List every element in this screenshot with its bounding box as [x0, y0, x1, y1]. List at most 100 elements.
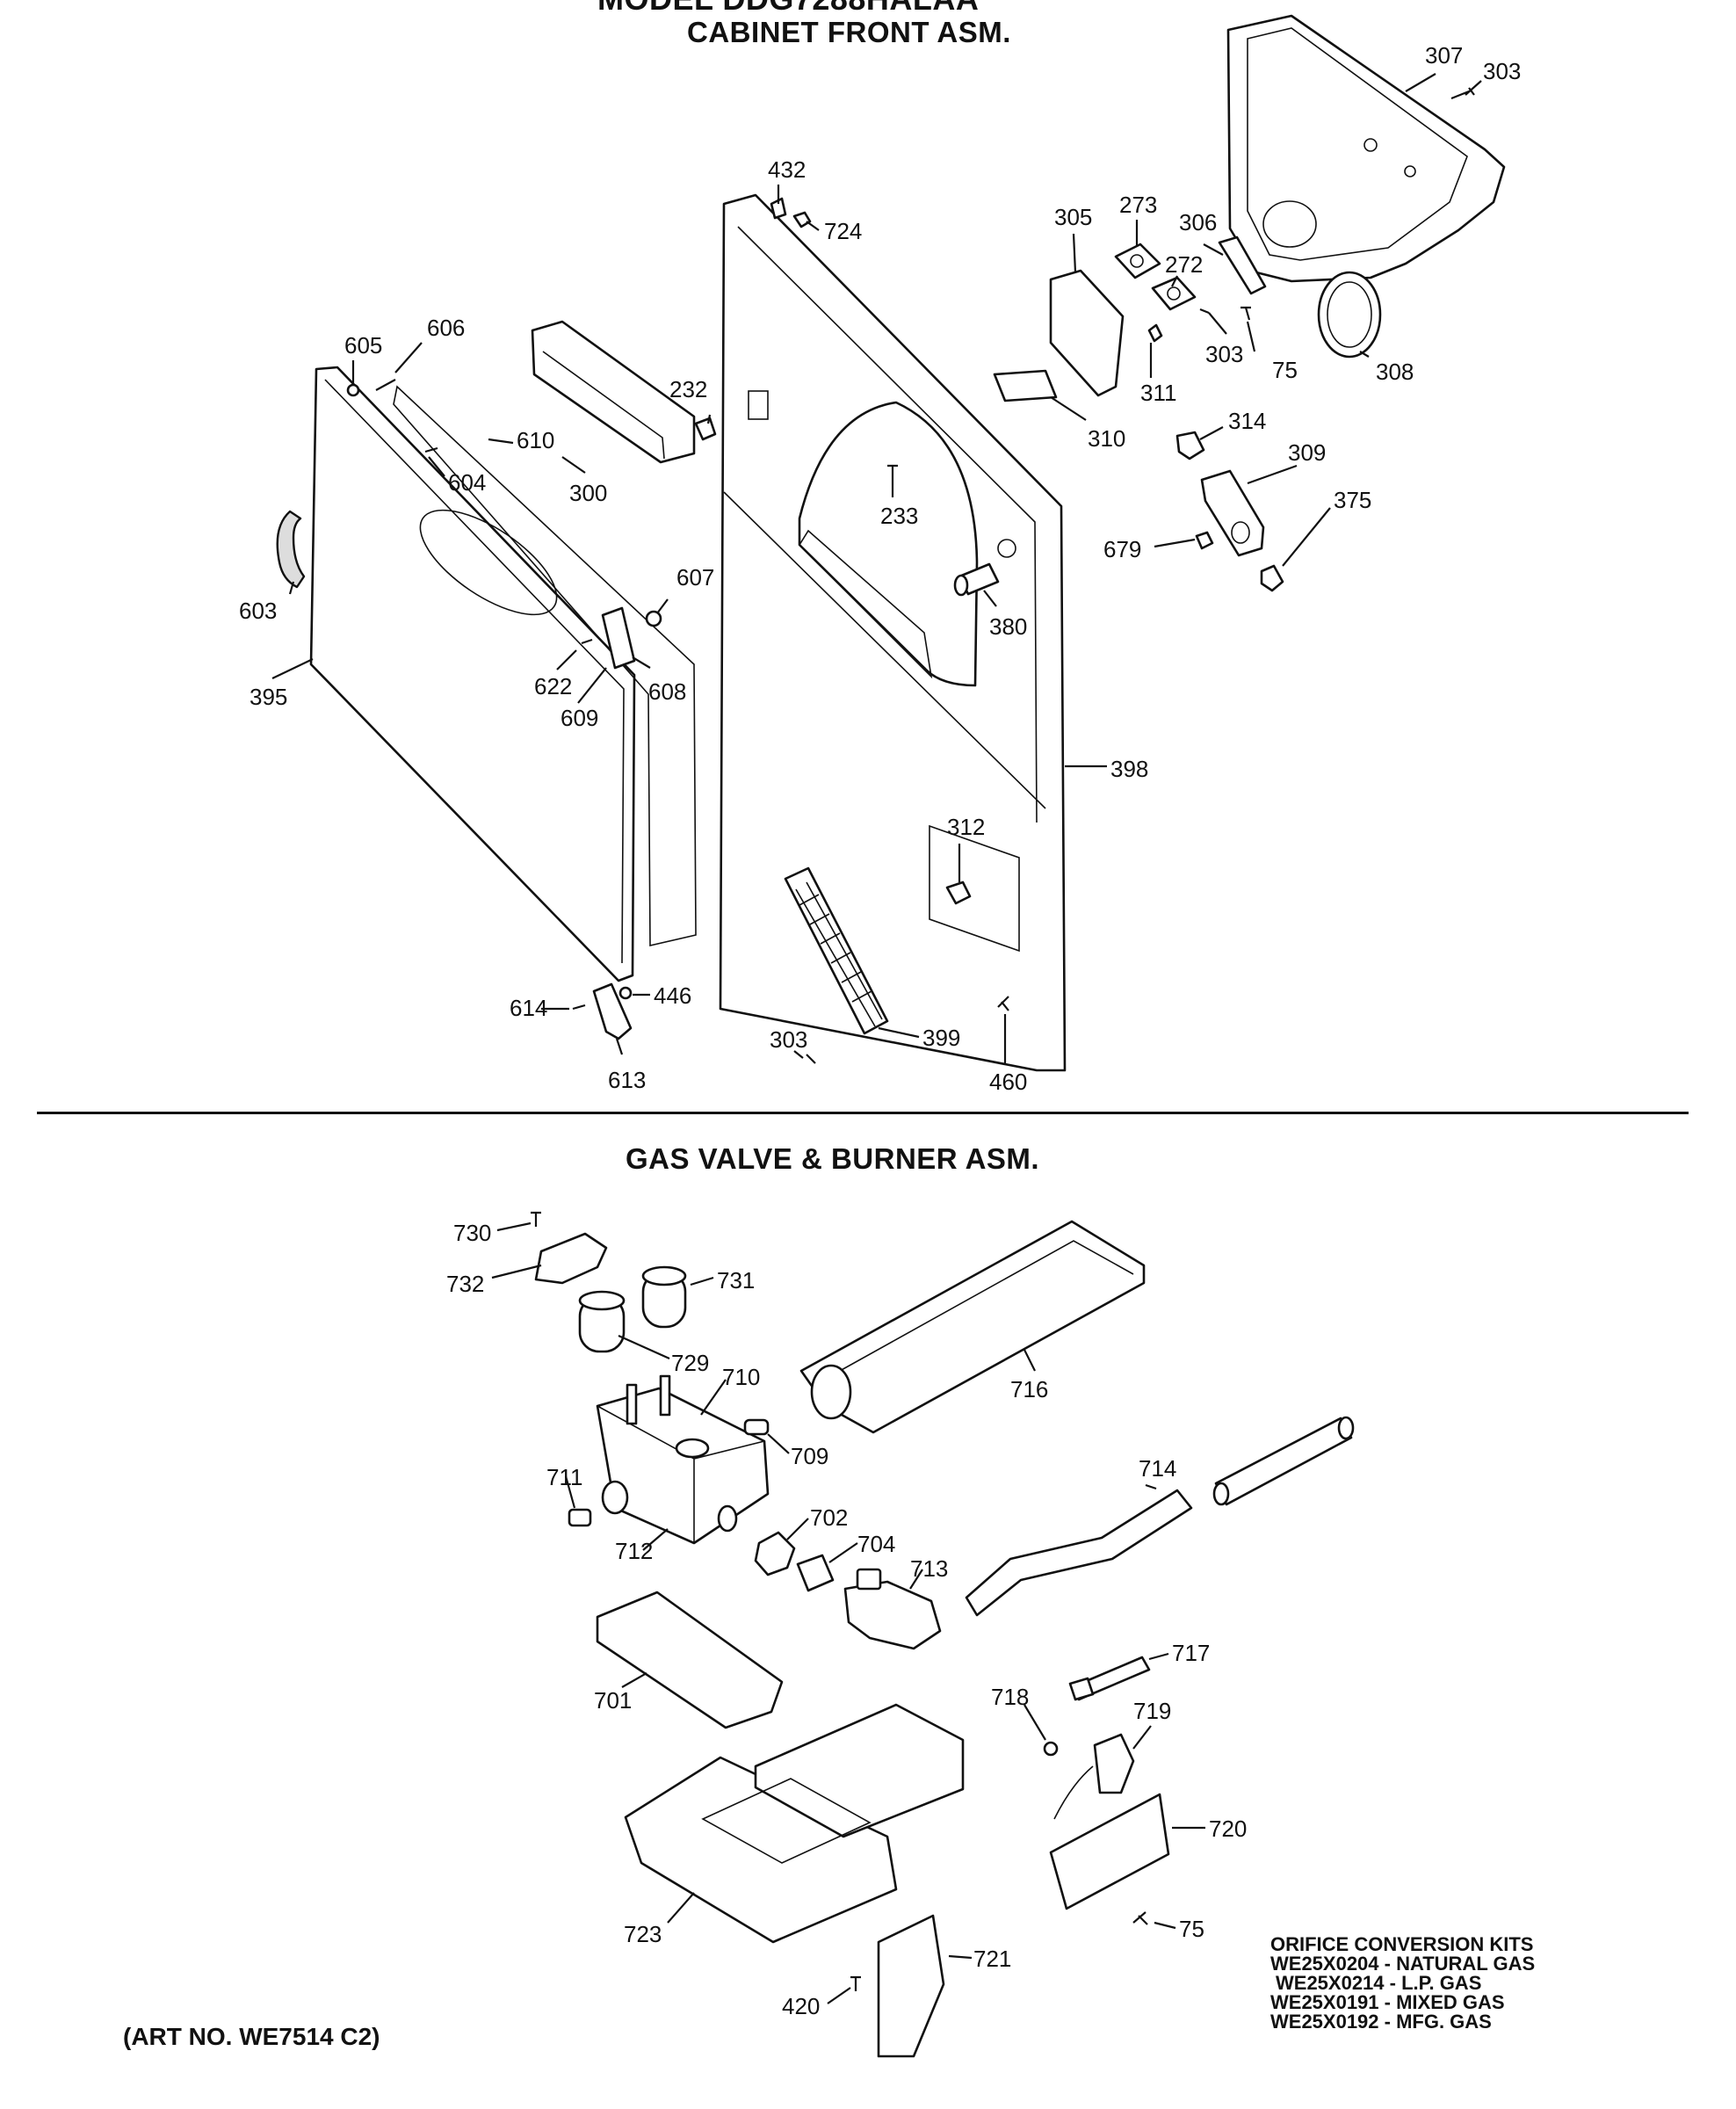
label-604: 604: [448, 469, 486, 496]
label-704: 704: [857, 1531, 895, 1557]
label-273: 273: [1119, 192, 1157, 218]
burner-base-723: [624, 1703, 965, 1944]
lamp-375: [1260, 564, 1284, 592]
label-303: 303: [770, 1026, 807, 1053]
label-375: 375: [1334, 487, 1371, 513]
label-711: 711: [546, 1464, 582, 1490]
grille-399: [784, 866, 889, 1035]
label-714: 714: [1139, 1455, 1176, 1482]
label-310: 310: [1088, 425, 1125, 452]
label-380: 380: [989, 613, 1027, 640]
cabinet-section-title: CABINET FRONT ASM.: [687, 16, 1011, 48]
cover-305: [1049, 269, 1125, 397]
orifice-conversion-kits: ORIFICE CONVERSION KITS WE25X0204 - NATU…: [1270, 1935, 1535, 2032]
label-308: 308: [1376, 359, 1414, 385]
door-panel-395: [309, 366, 697, 982]
label-312: 312: [947, 814, 985, 840]
igniter-717: [1068, 1656, 1151, 1701]
art-number: (ART NO. WE7514 C2): [123, 2023, 380, 2050]
label-432: 432: [768, 156, 806, 183]
label-622: 622: [534, 673, 572, 699]
orifice-kits-heading: ORIFICE CONVERSION KITS: [1270, 1933, 1534, 1955]
gas-valve-712: [596, 1374, 770, 1545]
front-panel-398: [719, 193, 1067, 1072]
gas-part-numbers: 730 732 731 729 710 716 709 711 714 702 …: [446, 1220, 1247, 2019]
label-718: 718: [991, 1684, 1029, 1710]
label-723: 723: [624, 1921, 662, 1947]
label-605: 605: [344, 332, 382, 359]
bracket-732: [534, 1232, 608, 1285]
coil-731: [641, 1265, 687, 1329]
label-614: 614: [510, 995, 547, 1021]
fitting-711: [568, 1508, 592, 1527]
label-608: 608: [648, 678, 686, 705]
label-460: 460: [989, 1069, 1027, 1095]
model-title: MODEL DDG7288HALAA: [597, 0, 979, 18]
label-305: 305: [1054, 204, 1092, 230]
label-446: 446: [654, 982, 691, 1009]
label-272: 272: [1165, 251, 1203, 278]
label-75: 75: [1179, 1916, 1204, 1942]
cabinet-part-numbers: 307 303 432 724 305 273 306 272 303 75 3…: [239, 42, 1521, 1095]
label-311: 311: [1140, 380, 1176, 406]
shaft-380: [953, 562, 1000, 597]
leader-lines-cabinet: [271, 73, 1482, 1063]
label-307: 307: [1425, 42, 1463, 69]
label-724: 724: [824, 218, 862, 244]
label-309: 309: [1288, 439, 1326, 466]
switch-314: [1175, 431, 1205, 460]
thermostat-272: [1151, 276, 1197, 311]
label-701: 701: [594, 1687, 632, 1714]
label-610: 610: [517, 427, 554, 453]
label-710: 710: [722, 1364, 760, 1390]
nut-702: [754, 1531, 796, 1576]
label-731: 731: [717, 1267, 755, 1294]
label-712: 712: [615, 1538, 653, 1564]
strip-310: [993, 369, 1058, 402]
orifice-kit-line: WE25X0192 - MFG. GAS: [1270, 2011, 1492, 2033]
label-613: 613: [608, 1067, 646, 1093]
section-divider: [37, 1112, 1689, 1114]
bracket-306: [1218, 236, 1267, 295]
label-730: 730: [453, 1220, 491, 1246]
label-399: 399: [922, 1025, 960, 1051]
orifice-kit-line: WE25X0204 - NATURAL GAS: [1270, 1953, 1536, 1975]
plate-701: [596, 1591, 784, 1729]
label-719: 719: [1133, 1698, 1171, 1724]
shutoff-valve-713: [843, 1568, 942, 1650]
orifice-kit-line: WE25X0214 - L.P. GAS: [1276, 1972, 1482, 1994]
door-handle-603: [276, 510, 306, 589]
label-306: 306: [1179, 209, 1217, 236]
orifice-704: [796, 1554, 835, 1592]
label-729: 729: [671, 1350, 709, 1376]
shield-721: [877, 1914, 945, 2058]
gas-pipe-714: [965, 1416, 1355, 1617]
label-720: 720: [1209, 1815, 1247, 1842]
switch-assembly-309: [1200, 469, 1265, 557]
lint-filter-300: [531, 320, 696, 464]
burner-716: [799, 1220, 1146, 1434]
label-303: 303: [1205, 341, 1243, 367]
label-717: 717: [1172, 1640, 1210, 1666]
label-233: 233: [880, 503, 918, 529]
gas-section-title: GAS VALVE & BURNER ASM.: [626, 1142, 1040, 1175]
thermostat-273: [1114, 243, 1161, 279]
leader-lines-gas: [491, 1221, 1205, 2004]
label-609: 609: [561, 705, 598, 731]
seal-ring-308: [1317, 271, 1382, 359]
label-300: 300: [569, 480, 607, 506]
label-702: 702: [810, 1504, 848, 1531]
hinge-613: [592, 982, 633, 1040]
label-606: 606: [427, 315, 465, 341]
label-607: 607: [676, 564, 714, 591]
coil-729: [578, 1290, 626, 1353]
label-420: 420: [782, 1993, 820, 2019]
label-398: 398: [1110, 756, 1148, 782]
screw-679: [1195, 531, 1214, 550]
label-721: 721: [973, 1946, 1011, 1972]
flame-sensor-719: [1093, 1733, 1135, 1794]
label-314: 314: [1228, 408, 1266, 434]
label-732: 732: [446, 1271, 484, 1297]
